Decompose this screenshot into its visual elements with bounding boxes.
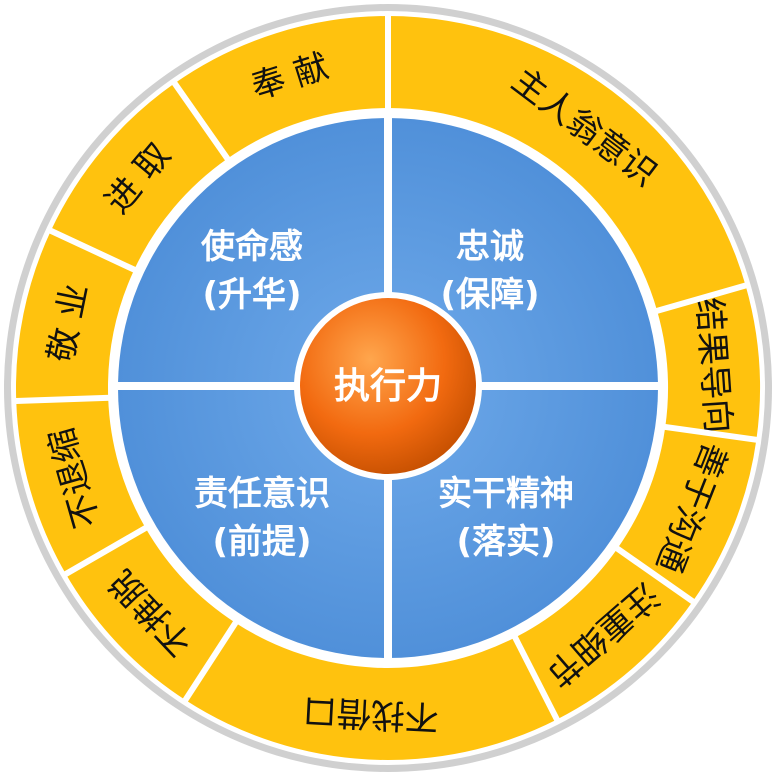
ring-divider: [180, 619, 240, 705]
core-label: 执行力: [334, 366, 442, 407]
quadrant-2-subtitle: (保障): [440, 275, 539, 315]
ring-segment: [174, 16, 388, 159]
ring-segments: 奉 献主人翁意识结果导向善于沟通注重细节不找借口不推脱不退缩敬 业进 取: [15, 16, 760, 761]
ring-segment: [388, 16, 746, 311]
ring-divider: [45, 226, 138, 274]
ring-segment: [515, 548, 693, 720]
quadrant-3-subtitle: (前提): [212, 522, 311, 562]
ring-segment: [65, 528, 236, 700]
ring-divider: [662, 423, 761, 444]
ring-divider: [12, 394, 111, 405]
quadrant-4-subtitle: (落实): [456, 522, 555, 562]
ring-dividers: [12, 12, 761, 725]
ring-segment-label: 不找借口: [302, 690, 440, 737]
core-circle: [300, 298, 476, 474]
quadrant-2-title: 忠诚: [456, 227, 524, 267]
quadrant-1-subtitle: (升华): [202, 275, 301, 315]
ring-segment: [185, 622, 557, 761]
ring-divider: [511, 634, 562, 725]
ring-divider: [614, 544, 698, 607]
ring-divider: [169, 78, 232, 162]
ring-divider: [654, 281, 751, 315]
quadrant-1-title: 使命感: [200, 227, 303, 267]
ring-segment: [50, 83, 228, 270]
ring-divider: [60, 524, 149, 579]
ring-segment-label: 结果导向: [689, 296, 738, 434]
ring-segment: [617, 426, 757, 602]
ring-segment: [16, 397, 146, 574]
quadrant-3-title: 责任意识: [194, 474, 330, 514]
quadrant-4-title: 实干精神: [438, 474, 574, 514]
ring-segment: [657, 285, 760, 440]
ring-segment: [15, 230, 135, 401]
